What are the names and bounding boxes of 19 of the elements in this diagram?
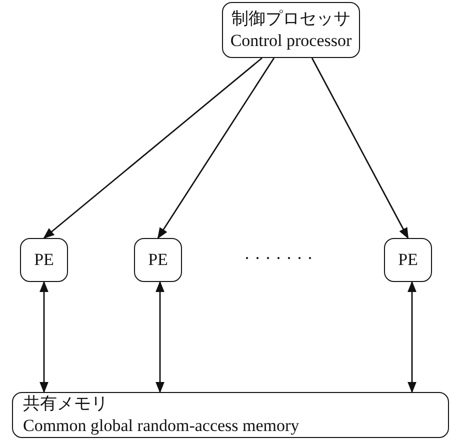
arrow (43, 57, 262, 239)
process-box (20, 238, 68, 282)
node-label: PE (398, 249, 418, 271)
node-label: Control processor (230, 30, 352, 52)
arrow (157, 58, 275, 239)
process-box (134, 238, 182, 282)
arrow (40, 280, 48, 394)
arrow (311, 58, 409, 239)
memory-box (12, 392, 449, 438)
arrow (408, 280, 416, 394)
processor-box (222, 2, 360, 58)
ellipsis-dots: · · · · · · · (244, 248, 313, 269)
process-box (384, 238, 432, 282)
node-label: PE (148, 249, 168, 271)
node-label: Common global random-access memory (23, 415, 300, 437)
arrow (156, 280, 164, 394)
node-label: 制御プロセッサ (232, 8, 350, 30)
node-label: 共有メモリ (23, 393, 108, 415)
node-label: PE (34, 249, 54, 271)
